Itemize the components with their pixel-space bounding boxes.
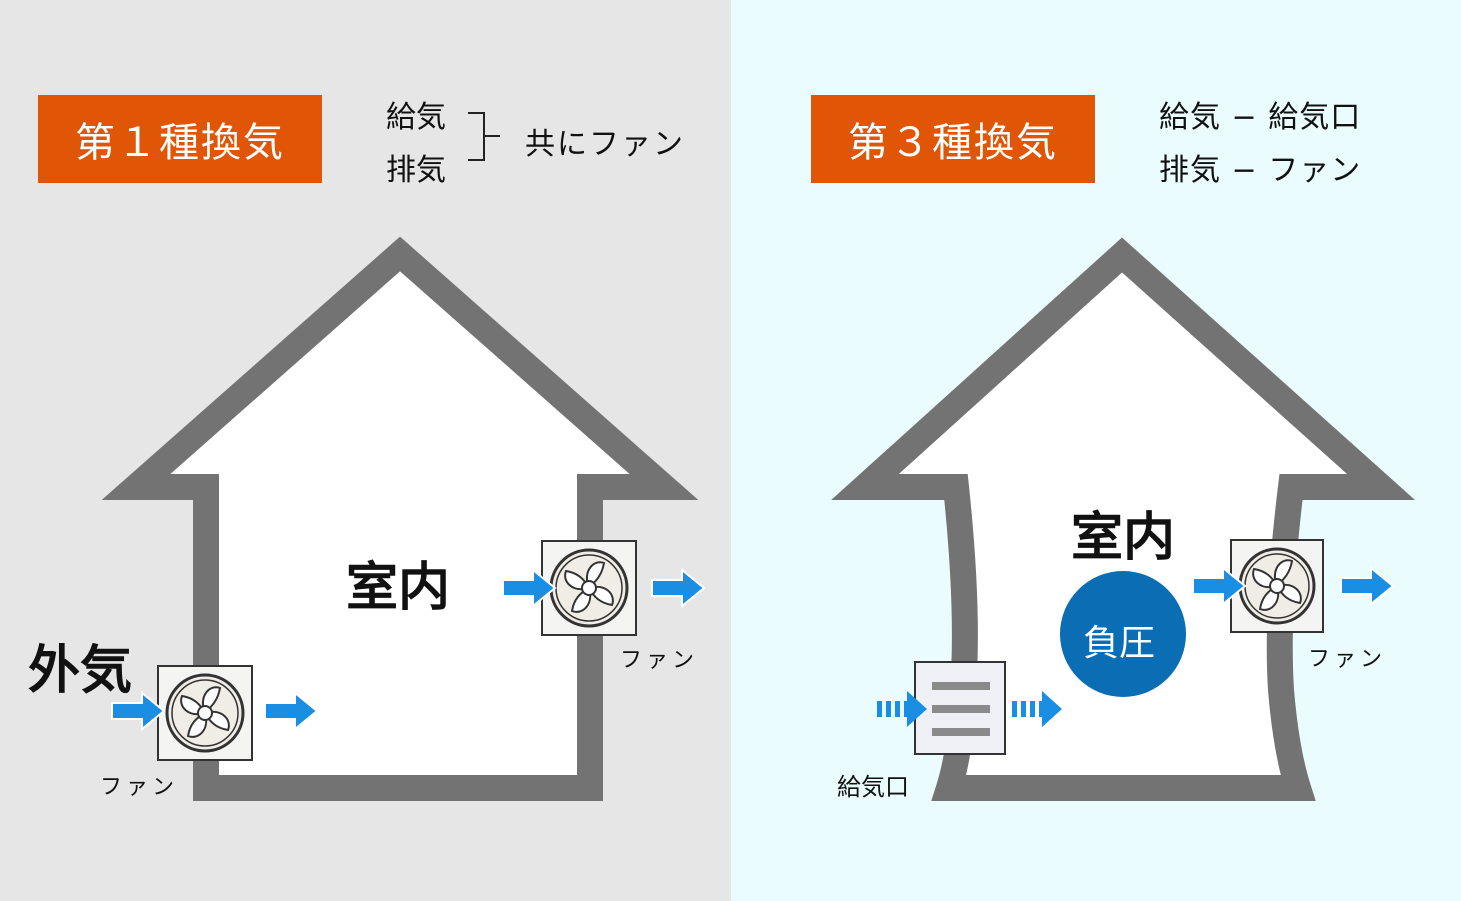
indoor-label: 室内 xyxy=(1071,507,1176,568)
vent-label: 給気口 xyxy=(837,773,909,801)
type1-title: 第１種換気 xyxy=(38,95,322,183)
type1-diagram xyxy=(0,0,731,901)
fan-label-left: ファン xyxy=(100,775,179,800)
type3-diagram xyxy=(731,0,1461,901)
outside-air-label: 外気 xyxy=(28,640,133,701)
bracket xyxy=(468,112,500,161)
exhaust-label: 排気 xyxy=(386,153,446,188)
negative-pressure-circle xyxy=(1060,571,1186,697)
both-fan-label: 共にファン xyxy=(525,127,685,162)
fan-label-right: ファン xyxy=(620,648,699,673)
right-panel-type3: 第３種換気 給気 − 給気口 排気 − ファン 室内 負圧 ファン 給気口 xyxy=(731,0,1461,901)
legend-exhaust: 排気 − ファン xyxy=(1159,153,1362,188)
fan-label: ファン xyxy=(1308,647,1387,672)
fan-icon xyxy=(156,664,254,762)
negative-pressure-label: 負圧 xyxy=(1083,623,1156,664)
legend-supply: 給気 − 給気口 xyxy=(1159,100,1362,135)
vent-grille-icon xyxy=(914,661,1006,755)
house-outline xyxy=(101,236,699,801)
left-panel-type1: 第１種換気 給気 排気 共にファン 外気 室内 ファン ファン xyxy=(0,0,731,901)
supply-label: 給気 xyxy=(386,100,446,135)
indoor-label: 室内 xyxy=(346,557,451,618)
type3-title: 第３種換気 xyxy=(811,95,1095,183)
